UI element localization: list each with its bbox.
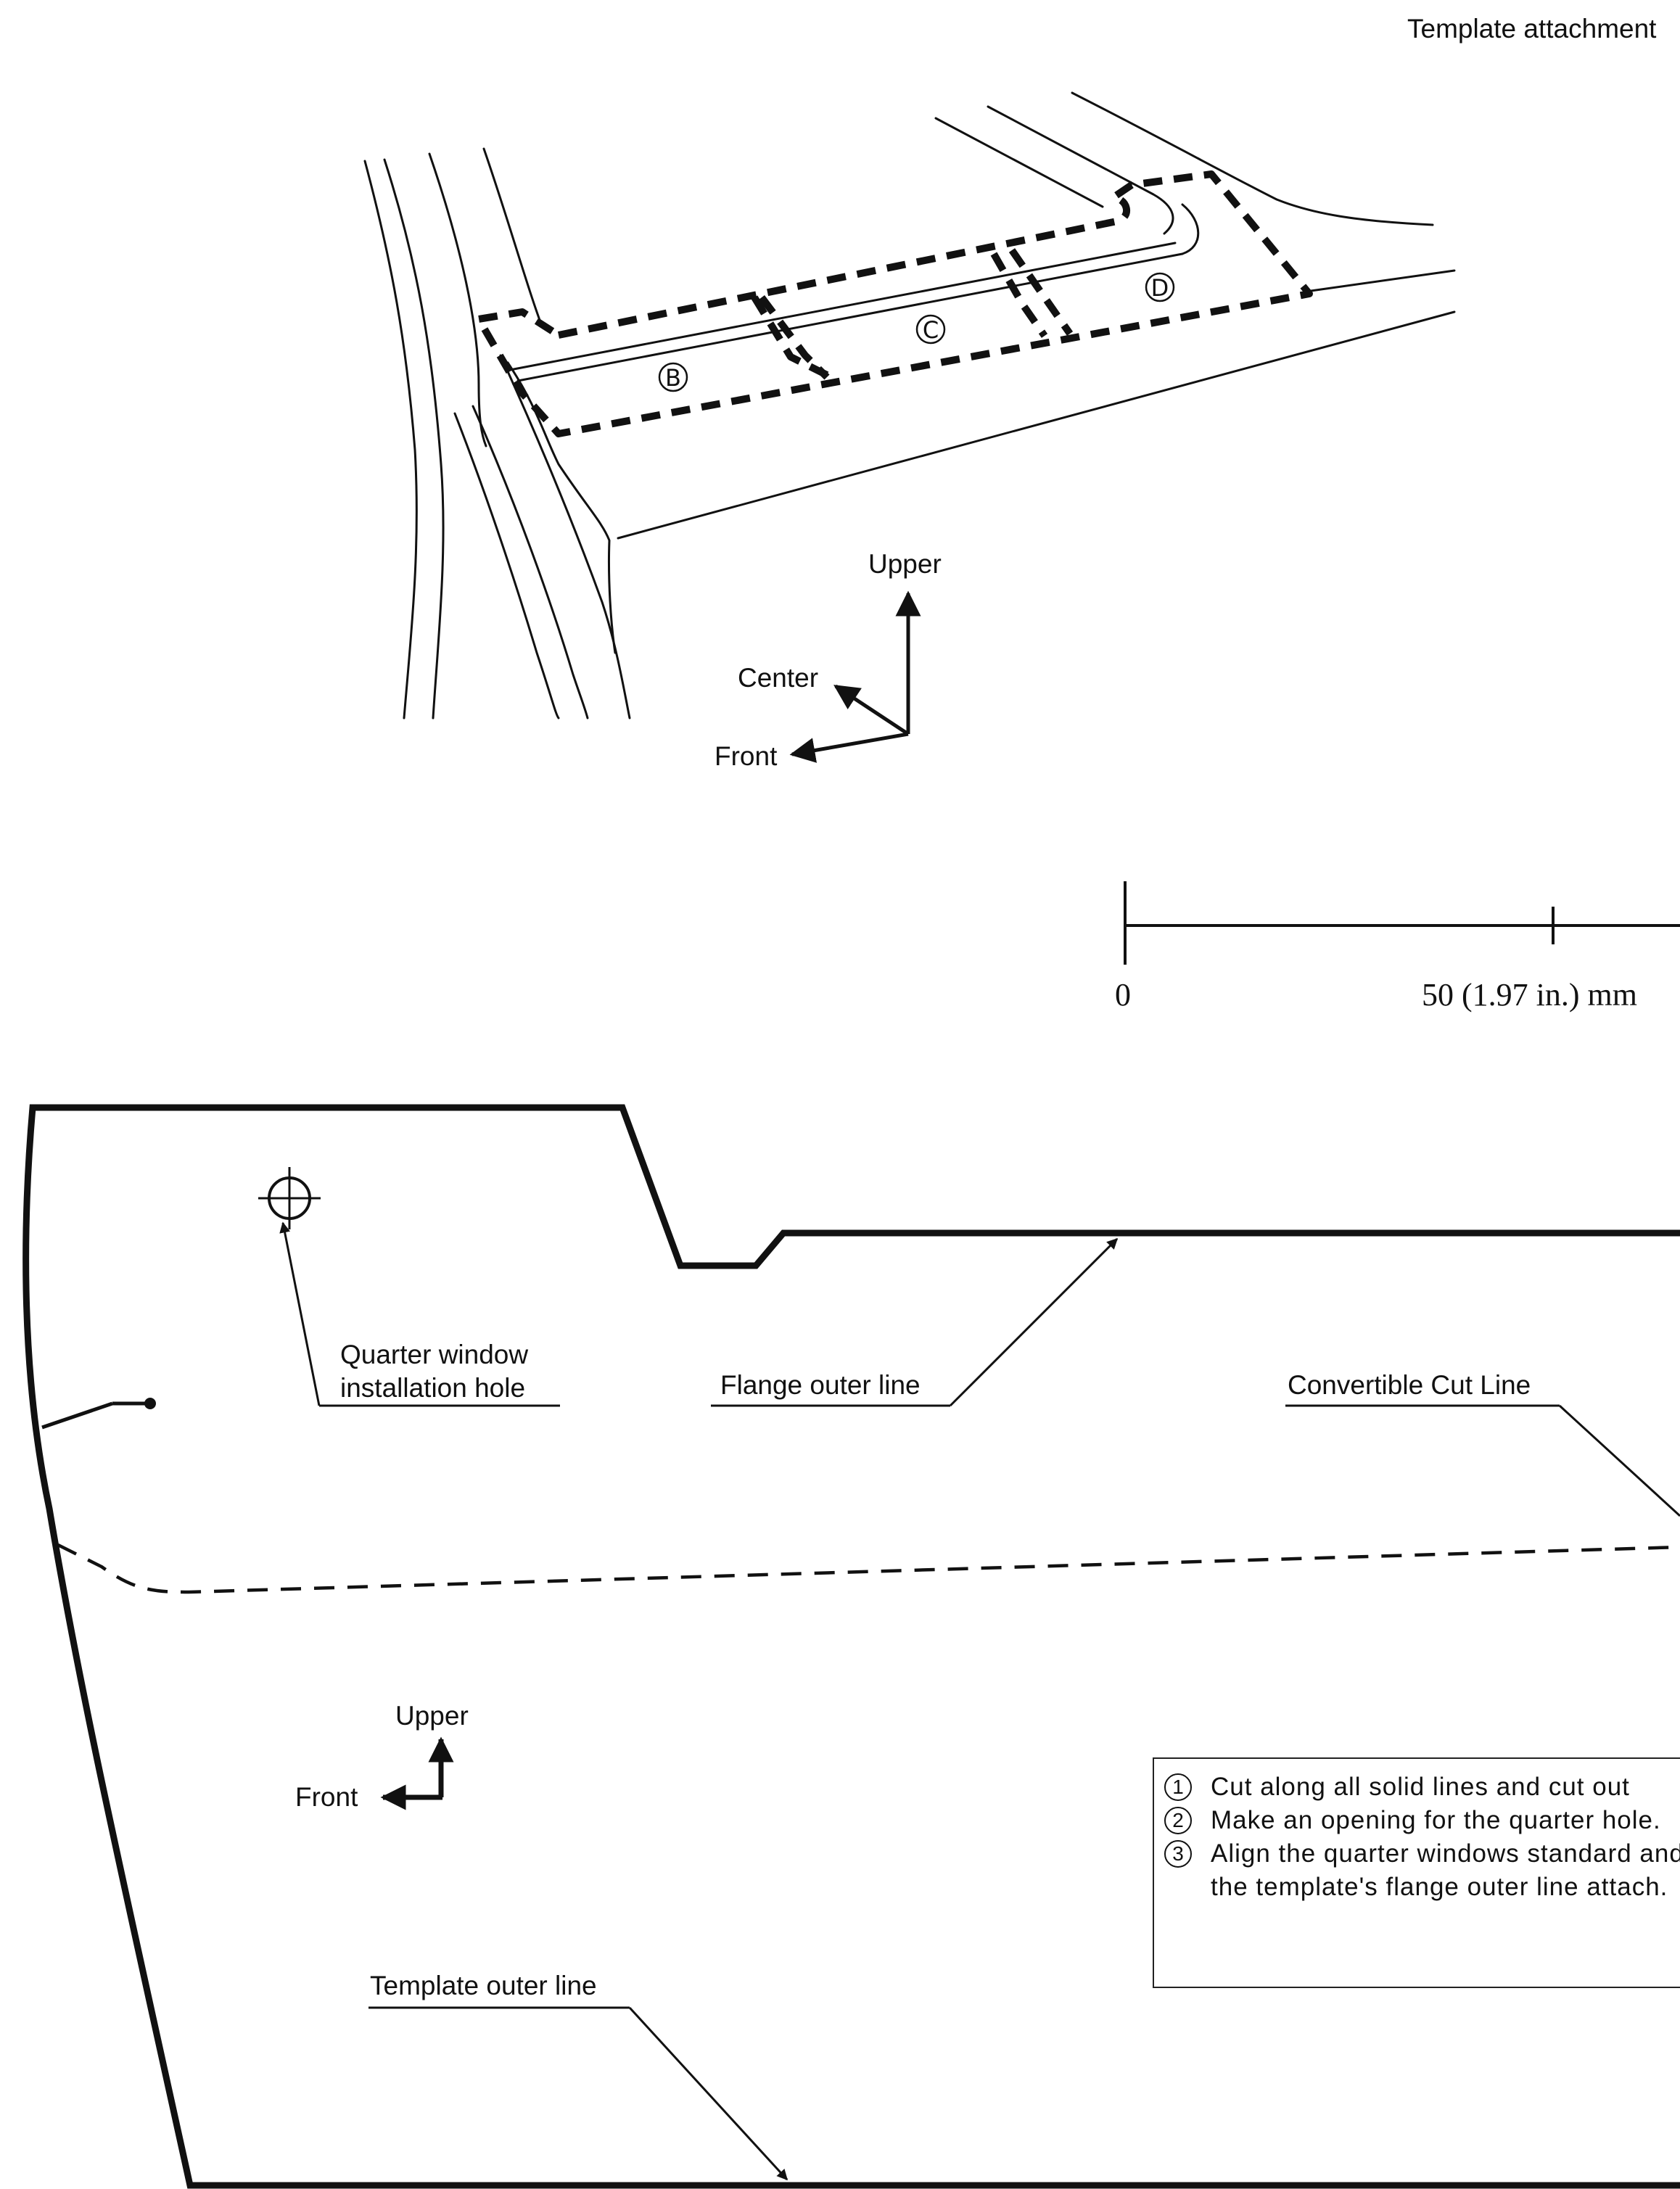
scale-zero-label: 0 — [1115, 977, 1131, 1013]
template-outline — [22, 1104, 1680, 2189]
svg-text:D: D — [1151, 274, 1169, 302]
template-orientation-indicator: Upper Front — [295, 1701, 469, 1812]
template-outer-line-leader — [628, 2006, 788, 2181]
instruction-item: 2 Make an opening for the quarter hole. — [1164, 1804, 1680, 1837]
center-arrow — [833, 684, 910, 736]
section-marker-b: B — [658, 362, 688, 392]
step-number-2: 2 — [1164, 1807, 1192, 1834]
front-label: Front — [715, 741, 778, 771]
flange-outer-line-leader — [949, 1237, 1119, 1407]
quarter-window-label-line2: installation hole — [340, 1373, 525, 1403]
quarter-window-hole-icon — [258, 1167, 321, 1229]
flange-outer-line-label: Flange outer line — [720, 1370, 921, 1400]
convertible-cut-line-leader — [1558, 1404, 1680, 1517]
vehicle-body-outline — [363, 91, 1456, 720]
upper-label: Upper — [868, 549, 942, 579]
instruction-item: 3 Align the quarter windows standard and… — [1164, 1837, 1680, 1904]
instruction-item: 1 Cut along all solid lines and cut out — [1164, 1770, 1680, 1804]
template-upper-label: Upper — [395, 1701, 469, 1731]
quarter-window-label-line1: Quarter window — [340, 1340, 528, 1369]
page-title: Template attachment — [1407, 14, 1657, 44]
instructions-box: 1 Cut along all solid lines and cut out … — [1153, 1757, 1680, 1988]
center-label: Center — [738, 663, 818, 693]
instruction-text: Make an opening for the quarter hole. — [1211, 1806, 1661, 1834]
step-number-1: 1 — [1164, 1773, 1192, 1801]
template-outer-line-label: Template outer line — [370, 1971, 597, 2000]
section-marker-d: D — [1145, 272, 1175, 302]
svg-text:C: C — [923, 316, 939, 344]
front-arrow — [789, 732, 909, 763]
top-orientation-indicator: Upper Center Front — [715, 549, 942, 771]
svg-text:B: B — [665, 364, 681, 392]
step-number-3: 3 — [1164, 1840, 1192, 1868]
instruction-text: Cut along all solid lines and cut out — [1211, 1773, 1630, 1801]
side-reference-mark — [41, 1398, 156, 1430]
section-marker-c: C — [915, 314, 946, 345]
scale-bar: 0 50 (1.97 in.) mm — [1115, 881, 1680, 1013]
quarter-window-leader — [279, 1221, 321, 1406]
instruction-text: Align the quarter windows standard and t… — [1211, 1839, 1680, 1901]
scale-mark-label: 50 (1.97 in.) mm — [1422, 977, 1637, 1013]
convertible-cut-line-label: Convertible Cut Line — [1288, 1370, 1531, 1400]
convertible-cut-line — [57, 1543, 1680, 1594]
template-front-label: Front — [295, 1782, 358, 1812]
section-outlines — [475, 170, 1313, 437]
